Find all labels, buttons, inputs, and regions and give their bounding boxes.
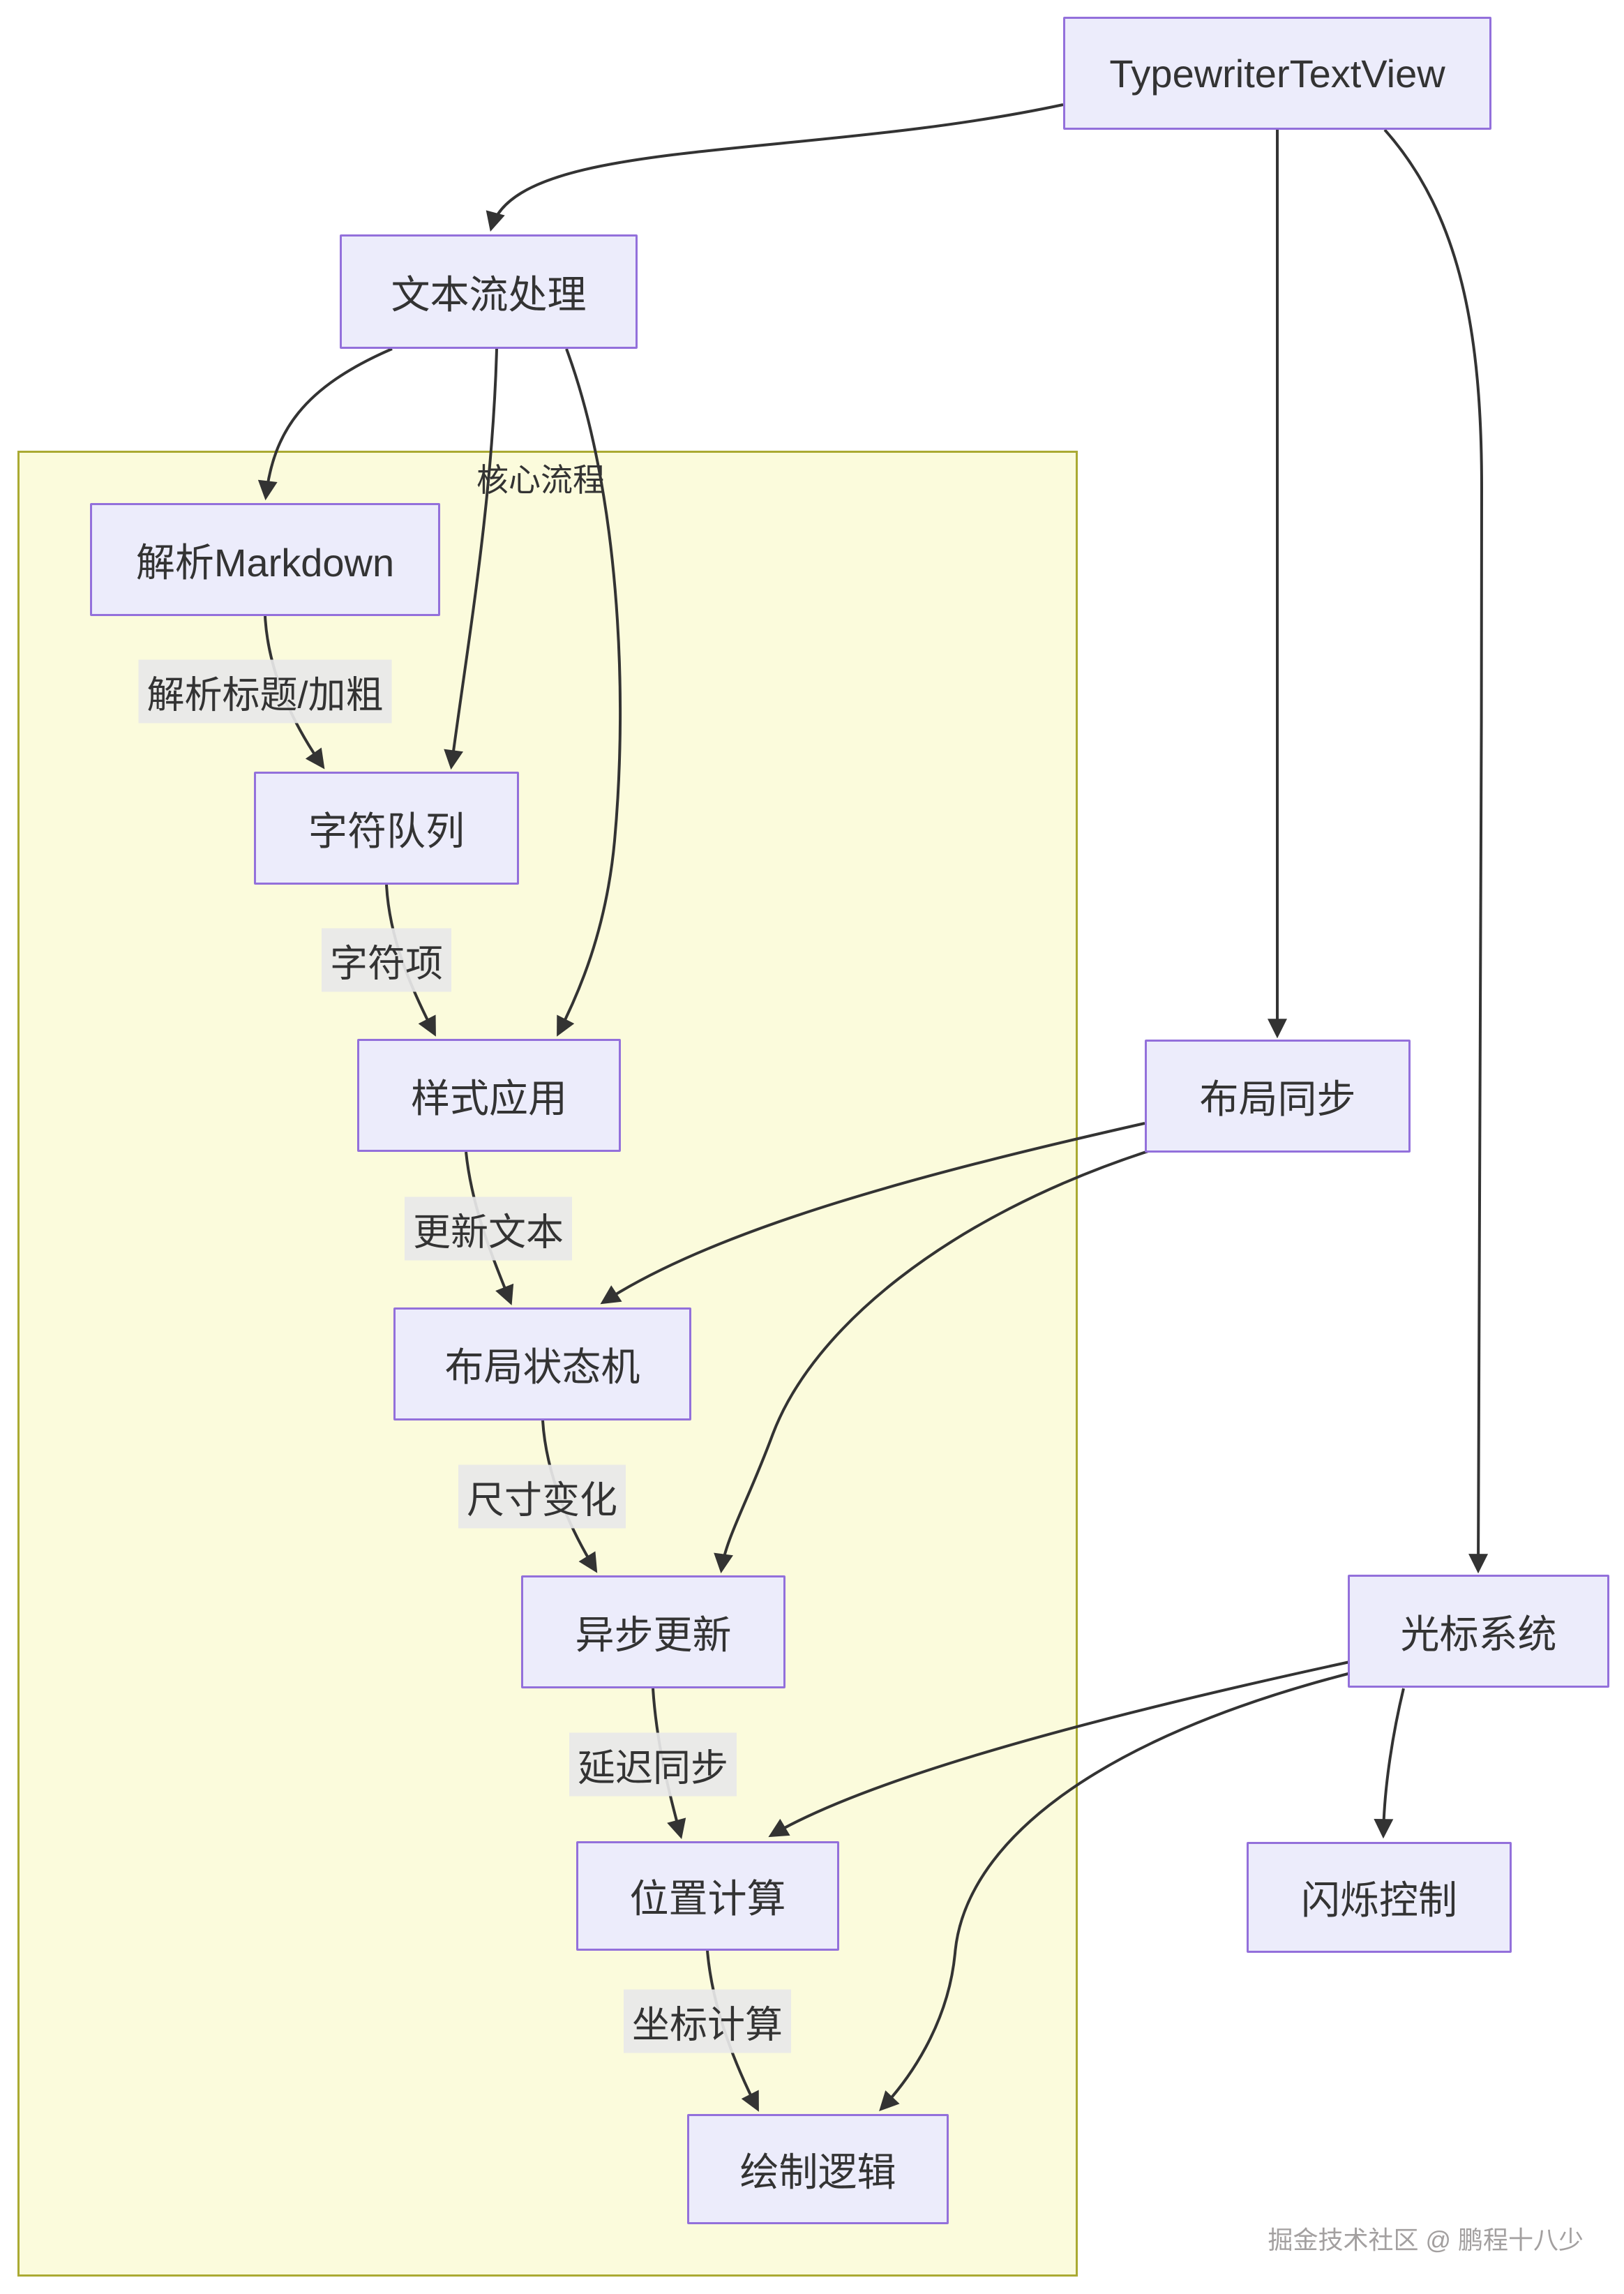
node-char-queue: 字符队列 xyxy=(254,772,519,885)
node-cursor-system: 光标系统 xyxy=(1348,1575,1609,1688)
node-layout-sync: 布局同步 xyxy=(1145,1040,1411,1153)
node-async-update: 异步更新 xyxy=(521,1575,785,1688)
node-parse-markdown: 解析Markdown xyxy=(90,503,440,616)
edge-label-size-change: 尺寸变化 xyxy=(458,1464,626,1529)
edge-textstream-to-parse xyxy=(257,347,393,501)
node-position-calc: 位置计算 xyxy=(576,1841,839,1951)
edge-cursor-to-draw xyxy=(879,1670,1357,2112)
edge-label-parse-title-bold: 解析标题/加粗 xyxy=(138,659,392,724)
edge-cursor-to-blink xyxy=(1374,1688,1405,1839)
node-typewriter-text-view: TypewriterTextView xyxy=(1063,17,1491,130)
edge-typewriter-to-textstream xyxy=(486,103,1064,232)
edge-textstream-to-queue xyxy=(444,348,498,770)
edge-textstream-to-style xyxy=(557,348,622,1037)
node-draw-logic: 绘制逻辑 xyxy=(687,2114,949,2224)
edge-layoutsync-to-layoutsm xyxy=(600,1122,1145,1305)
node-style-apply: 样式应用 xyxy=(357,1039,621,1152)
node-layout-state-machine: 布局状态机 xyxy=(393,1307,691,1420)
subgraph-label: 核心流程 xyxy=(476,462,605,498)
edge-layoutsync-to-async xyxy=(714,1150,1149,1574)
edge-cursor-to-position xyxy=(768,1659,1357,1838)
edge-label-delay-sync: 延迟同步 xyxy=(569,1732,737,1797)
edge-label-update-text: 更新文本 xyxy=(405,1197,572,1261)
edge-label-char-item: 字符项 xyxy=(322,928,451,992)
node-blink-control: 闪烁控制 xyxy=(1247,1842,1512,1953)
edge-label-coord-calc: 坐标计算 xyxy=(624,1989,791,2053)
edge-typewriter-to-cursor xyxy=(1383,128,1489,1574)
node-text-stream: 文本流处理 xyxy=(340,234,638,349)
watermark: 掘金技术社区 @ 鹏程十八少 xyxy=(1268,2226,1584,2254)
